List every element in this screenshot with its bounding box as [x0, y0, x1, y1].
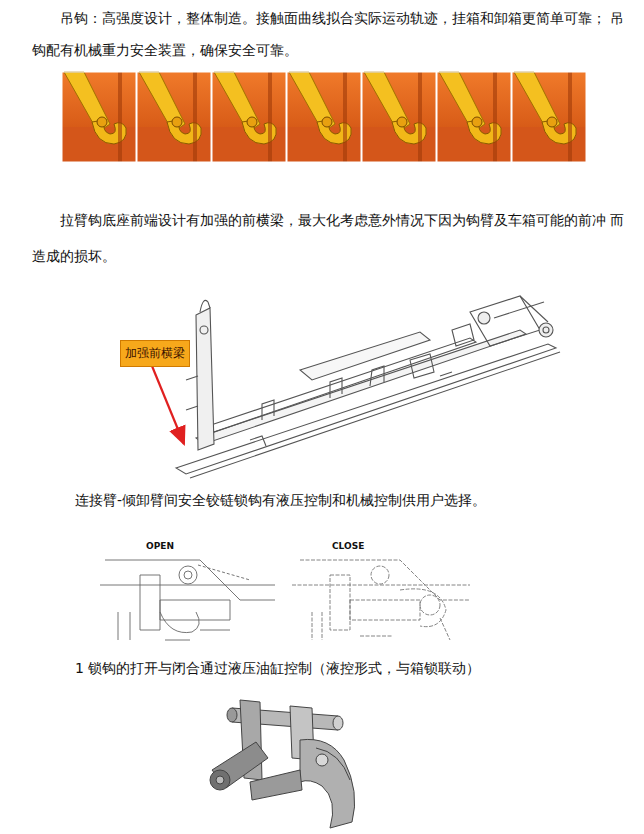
hook-photo-strip: [62, 72, 586, 162]
drawing-caption: CLOSE: [332, 540, 364, 552]
body-paragraph: 连接臂-倾卸臂间安全铰链锁钩有液压控制和机械控制供用户选择。: [75, 489, 635, 511]
callout-text: 加强前横梁: [125, 345, 185, 362]
lock-hook-close-drawing: [292, 560, 470, 640]
body-paragraph: 吊钩：高强度设计，整体制造。接触面曲线拟合实际运动轨迹，挂箱和卸箱更简单可靠； …: [32, 2, 632, 66]
drawing-caption: OPEN: [146, 540, 174, 552]
lock-hook-open-drawing: [100, 560, 275, 640]
body-paragraph: 1 锁钩的打开与闭合通过液压油缸控制（液控形式，与箱锁联动）: [75, 657, 635, 679]
leader-arrow: [152, 366, 184, 444]
hook-arm-chassis-drawing: [176, 296, 560, 478]
lock-hook-3d-render: [210, 700, 355, 828]
body-paragraph: 拉臂钩底座前端设计有加强的前横梁，最大化考虑意外情况下因为钩臂及车箱可能的前冲 …: [32, 202, 632, 274]
callout-box: 加强前横梁: [120, 340, 190, 367]
